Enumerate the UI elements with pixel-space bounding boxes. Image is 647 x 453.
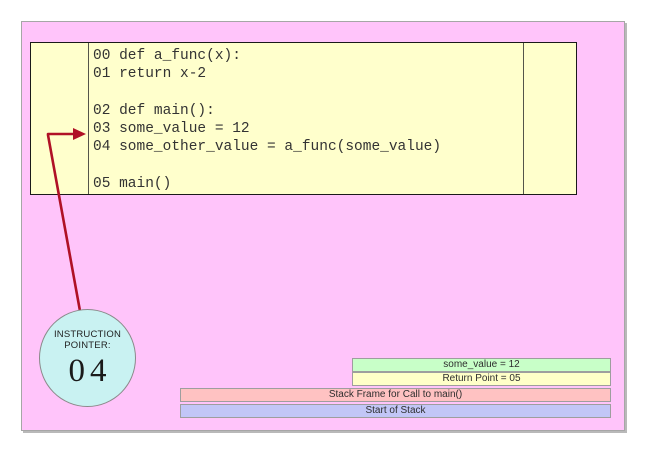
- code-lines: 00 def a_func(x): 01 return x-2 02 def m…: [93, 47, 520, 193]
- code-line: 02 def main():: [93, 102, 215, 119]
- stack-item-return-point: Return Point = 05: [352, 372, 611, 386]
- stack-item-label: Stack Frame for Call to main(): [328, 389, 463, 400]
- code-line: [93, 84, 520, 102]
- code-line: 00 def a_func(x):: [93, 48, 241, 64]
- stack-item-stack-frame: Stack Frame for Call to main(): [180, 388, 611, 402]
- code-panel-left-divider: [88, 43, 89, 194]
- code-line: 04 some_other_value = a_func(some_value): [93, 139, 442, 156]
- stack-item-some-value: some_value = 12: [352, 358, 611, 372]
- instruction-pointer-circle: INSTRUCTION POINTER: 04: [39, 309, 136, 407]
- stack-item-label: some_value = 12: [443, 359, 520, 370]
- stack-item-label: Start of Stack: [365, 405, 426, 416]
- instruction-pointer-label-line2: POINTER:: [64, 340, 111, 351]
- code-listing-panel: 00 def a_func(x): 01 return x-2 02 def m…: [30, 42, 577, 195]
- stack-item-label: Return Point = 05: [442, 373, 521, 384]
- code-line: [93, 157, 520, 175]
- code-panel-right-divider: [523, 43, 524, 194]
- code-line: 03 some_value = 12: [93, 121, 250, 138]
- instruction-pointer-value: 04: [68, 352, 112, 389]
- instruction-pointer-label-line1: INSTRUCTION: [53, 328, 122, 340]
- stack-item-start-of-stack: Start of Stack: [180, 404, 611, 418]
- code-line: 01 return x-2: [93, 66, 207, 83]
- code-line: 05 main(): [93, 176, 172, 193]
